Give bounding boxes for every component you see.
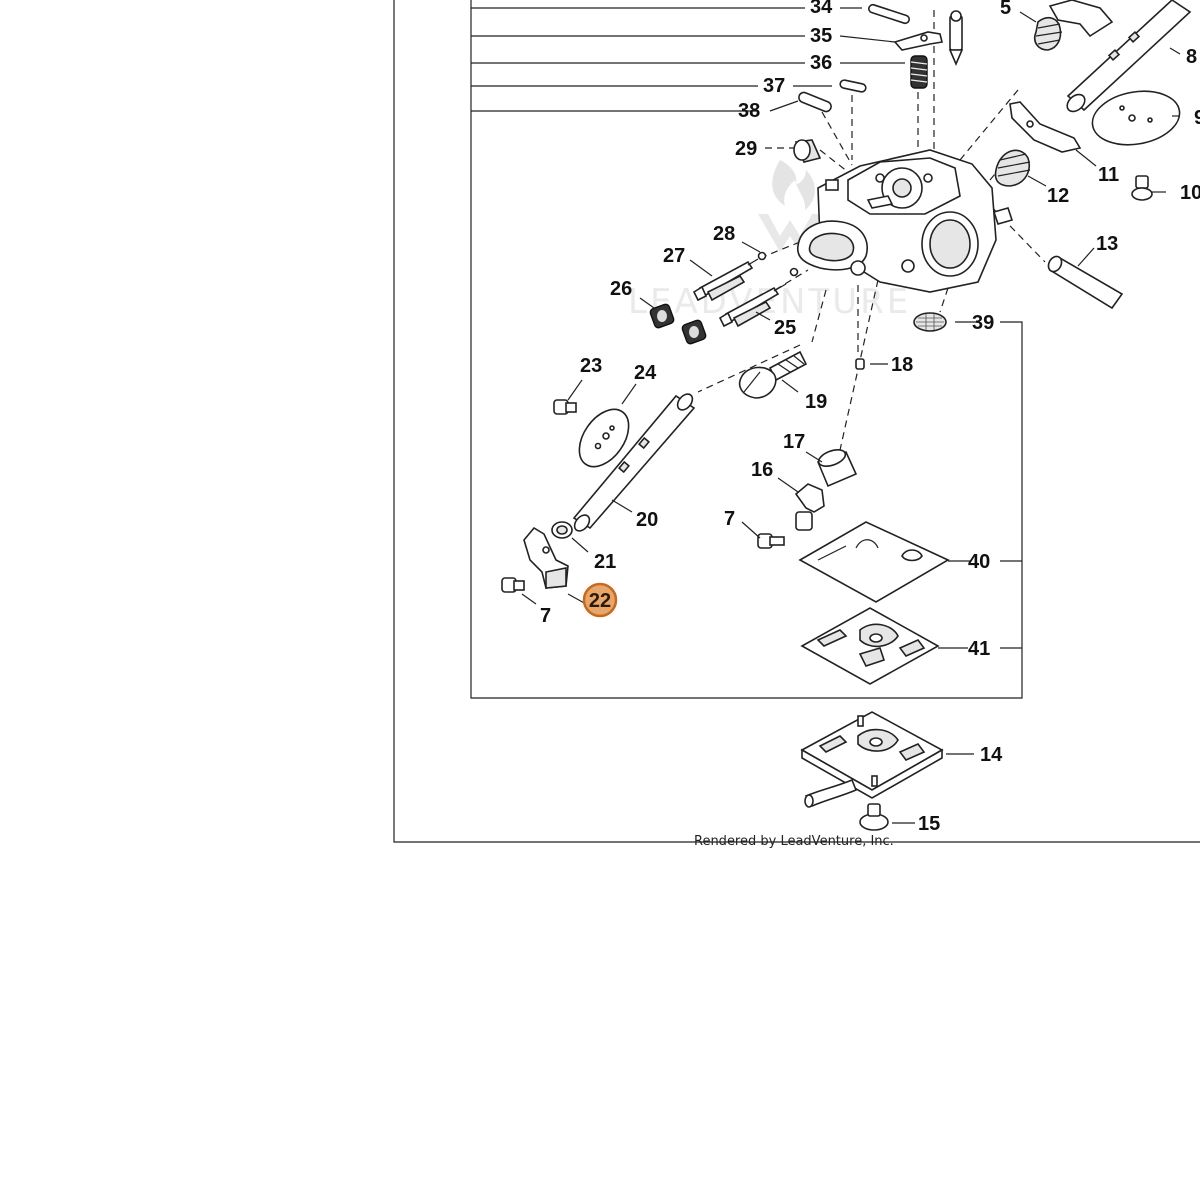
callout-18[interactable]: 18 xyxy=(891,354,913,376)
callout-25[interactable]: 25 xyxy=(774,317,796,339)
callout-5[interactable]: 5 xyxy=(1000,0,1011,19)
callout-37[interactable]: 37 xyxy=(763,75,785,97)
part-22-lever[interactable] xyxy=(523,526,569,589)
callout-labels: 34 35 36 37 38 29 28 27 26 25 23 24 20 2… xyxy=(540,0,1200,835)
part-7-screw-right[interactable] xyxy=(757,533,785,549)
callout-14[interactable]: 14 xyxy=(980,744,1003,766)
part-39-screen[interactable] xyxy=(913,312,947,332)
callout-35[interactable]: 35 xyxy=(810,25,832,47)
callout-16[interactable]: 16 xyxy=(751,459,773,481)
part-18-pin[interactable] xyxy=(855,358,865,370)
callout-41[interactable]: 41 xyxy=(968,638,990,660)
leadventure-watermark: LEADVENTURE xyxy=(628,160,911,322)
part-34-pin[interactable] xyxy=(868,3,910,25)
part-9-plate[interactable] xyxy=(1088,85,1184,151)
part-17-sleeve[interactable] xyxy=(816,447,858,488)
part-20-shaft[interactable] xyxy=(572,391,696,534)
credit-text: Rendered by LeadVenture, Inc. xyxy=(694,834,894,849)
part-27-needle[interactable] xyxy=(692,258,759,302)
part-15-screw[interactable] xyxy=(859,803,889,831)
callout-24[interactable]: 24 xyxy=(634,362,657,384)
part-7-screw-left[interactable] xyxy=(501,577,525,593)
part-11-lever[interactable] xyxy=(1009,101,1082,153)
part-needle-valve[interactable] xyxy=(948,10,964,67)
part-23-screw[interactable] xyxy=(553,399,577,415)
part-37-pin[interactable] xyxy=(839,79,867,93)
watermark-text: LEADVENTURE xyxy=(628,282,911,322)
callout-13[interactable]: 13 xyxy=(1096,233,1118,255)
part-29-plug[interactable] xyxy=(793,139,822,163)
part-40-gasket[interactable] xyxy=(798,521,950,603)
callout-36[interactable]: 36 xyxy=(810,52,832,74)
inner-frame xyxy=(470,0,1023,699)
part-12-spring[interactable] xyxy=(994,149,1031,187)
part-38-pin[interactable] xyxy=(797,91,832,113)
callout-19[interactable]: 19 xyxy=(805,391,827,413)
callout-27[interactable]: 27 xyxy=(663,245,685,267)
callout-39[interactable]: 39 xyxy=(972,312,994,334)
callout-12[interactable]: 12 xyxy=(1047,185,1069,207)
callout-21[interactable]: 21 xyxy=(594,551,616,573)
part-28-balls[interactable] xyxy=(757,251,799,277)
part-25-needle[interactable] xyxy=(718,283,787,328)
part-35-lever[interactable] xyxy=(893,31,943,51)
callout-7-right[interactable]: 7 xyxy=(724,508,735,530)
part-41-gasket[interactable] xyxy=(800,607,940,685)
part-13-pin[interactable] xyxy=(1046,254,1124,310)
callout-38[interactable]: 38 xyxy=(738,100,760,122)
part-14-cover[interactable] xyxy=(800,711,944,808)
callout-23[interactable]: 23 xyxy=(580,355,602,377)
part-5-spring[interactable] xyxy=(1033,0,1114,51)
part-16-lever[interactable] xyxy=(794,483,825,531)
part-8-shaft[interactable] xyxy=(1064,0,1192,115)
part-36-spring[interactable] xyxy=(910,55,928,89)
callout-leader-lines xyxy=(521,11,1181,824)
callout-26[interactable]: 26 xyxy=(610,278,632,300)
callout-34[interactable]: 34 xyxy=(810,0,833,18)
callout-7-left[interactable]: 7 xyxy=(540,605,551,627)
carburetor-body[interactable] xyxy=(796,149,1014,293)
callout-15[interactable]: 15 xyxy=(918,813,940,835)
part-19-screw[interactable] xyxy=(738,350,808,399)
callout-22-label[interactable]: 22 xyxy=(589,590,611,612)
callout-9[interactable]: 9 xyxy=(1194,107,1200,129)
callout-17[interactable]: 17 xyxy=(783,431,805,453)
callout-10[interactable]: 10 xyxy=(1180,182,1200,204)
callout-8[interactable]: 8 xyxy=(1186,46,1197,68)
callout-28[interactable]: 28 xyxy=(713,223,735,245)
callout-20[interactable]: 20 xyxy=(636,509,658,531)
callout-11[interactable]: 11 xyxy=(1098,164,1119,186)
callout-22-highlighted[interactable]: 22 xyxy=(582,582,618,618)
part-26-caps[interactable] xyxy=(649,303,707,345)
outer-frame xyxy=(393,0,1200,843)
top-leader-lines xyxy=(471,7,1022,649)
part-24-plate[interactable] xyxy=(569,400,638,475)
callout-29[interactable]: 29 xyxy=(735,138,757,160)
part-10-screw[interactable] xyxy=(1131,175,1153,201)
part-21-washer[interactable] xyxy=(551,521,573,539)
callout-40[interactable]: 40 xyxy=(968,551,990,573)
